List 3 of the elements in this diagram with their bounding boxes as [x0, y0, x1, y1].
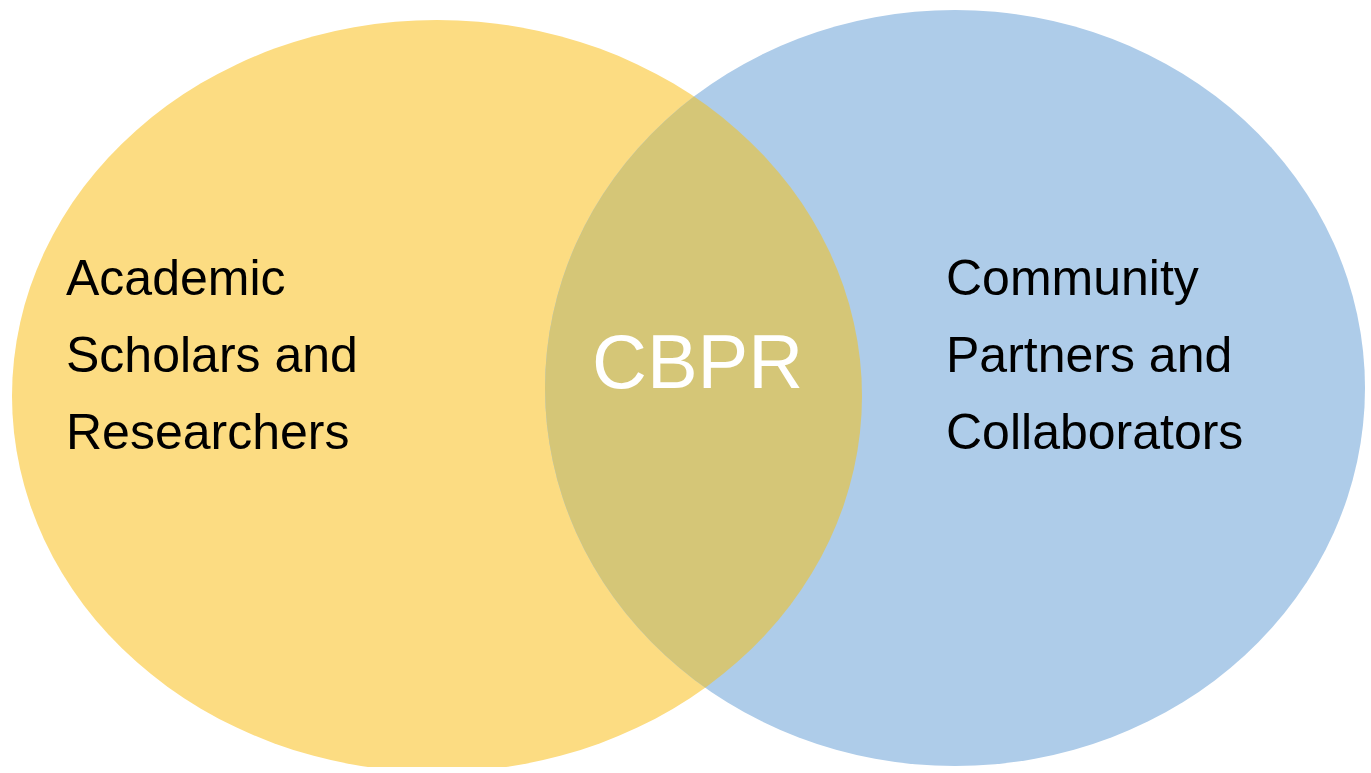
overlap-label: CBPR	[592, 318, 804, 405]
set-label: Community Partners and Collaborators	[946, 240, 1316, 471]
set-label: Academic Scholars and Researchers	[66, 240, 426, 471]
